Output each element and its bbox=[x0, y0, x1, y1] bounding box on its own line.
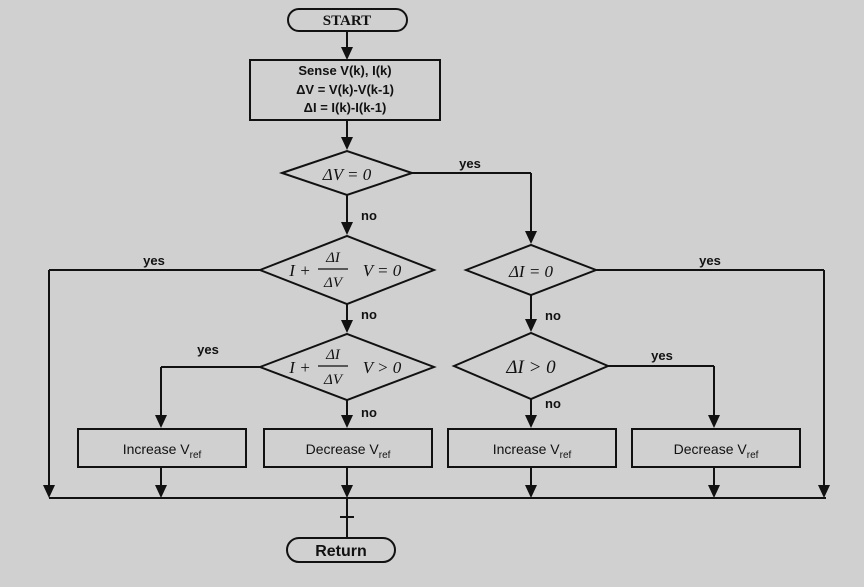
cond-zero-tail: V = 0 bbox=[363, 261, 402, 280]
cond-pos-tail: V > 0 bbox=[363, 358, 402, 377]
decision-dv-zero-label: ΔV = 0 bbox=[322, 165, 372, 184]
arrowhead bbox=[525, 485, 537, 498]
label-no-cond-zero: no bbox=[361, 307, 377, 322]
label-no-di-zero: no bbox=[545, 308, 561, 323]
arrowhead bbox=[155, 485, 167, 498]
increase-vref-right-label: Increase Vref bbox=[493, 441, 572, 461]
arrowhead bbox=[708, 415, 720, 428]
label-yes-cond-pos: yes bbox=[197, 342, 219, 357]
arrowhead bbox=[818, 485, 830, 498]
cond-zero-numerator: ΔI bbox=[325, 250, 341, 266]
label-no-cond-pos: no bbox=[361, 405, 377, 420]
arrowhead bbox=[43, 485, 55, 498]
increase-vref-right-box bbox=[447, 428, 617, 468]
increase-vref-left-label: Increase Vref bbox=[123, 441, 202, 461]
cond-pos-denominator: ΔV bbox=[323, 372, 344, 388]
decision-di-pos-label: ΔI > 0 bbox=[505, 357, 556, 378]
arrowhead bbox=[341, 485, 353, 498]
decrease-vref-right-box bbox=[631, 428, 801, 468]
sense-process-box bbox=[249, 59, 441, 121]
label-no-di-pos: no bbox=[545, 396, 561, 411]
arrowhead bbox=[341, 222, 353, 235]
arrowhead bbox=[341, 320, 353, 333]
cond-pos-lead: I + bbox=[288, 358, 310, 377]
start-label: START bbox=[323, 13, 371, 29]
decision-di-zero-label: ΔI = 0 bbox=[508, 262, 554, 281]
cond-zero-denominator: ΔV bbox=[323, 275, 344, 291]
label-no-dv: no bbox=[361, 208, 377, 223]
return-label: Return bbox=[315, 543, 367, 560]
cond-zero-lead: I + bbox=[288, 261, 310, 280]
label-yes-di-pos: yes bbox=[651, 348, 673, 363]
arrowhead bbox=[708, 485, 720, 498]
label-yes-left-outer: yes bbox=[143, 253, 165, 268]
arrowhead bbox=[341, 415, 353, 428]
decision-incr-cond-zero bbox=[257, 234, 437, 306]
sense-line-1: Sense V(k), I(k) bbox=[298, 63, 391, 78]
decrease-vref-left-label: Decrease Vref bbox=[306, 441, 391, 461]
label-yes-right-outer: yes bbox=[699, 253, 721, 268]
arrowhead bbox=[341, 137, 353, 150]
label-yes-dv: yes bbox=[459, 156, 481, 171]
return-terminal bbox=[286, 537, 396, 563]
sense-line-3: ΔI = I(k)-I(k-1) bbox=[304, 100, 387, 115]
cond-pos-numerator: ΔI bbox=[325, 347, 341, 363]
arrowhead bbox=[525, 415, 537, 428]
arrowhead bbox=[155, 415, 167, 428]
arrowhead bbox=[525, 319, 537, 332]
increase-vref-left-box bbox=[77, 428, 247, 468]
arrowhead bbox=[341, 47, 353, 60]
decision-incr-cond-pos bbox=[257, 332, 437, 402]
arrowhead bbox=[525, 231, 537, 244]
sense-line-2: ΔV = V(k)-V(k-1) bbox=[296, 82, 394, 97]
decrease-vref-right-label: Decrease Vref bbox=[674, 441, 759, 461]
